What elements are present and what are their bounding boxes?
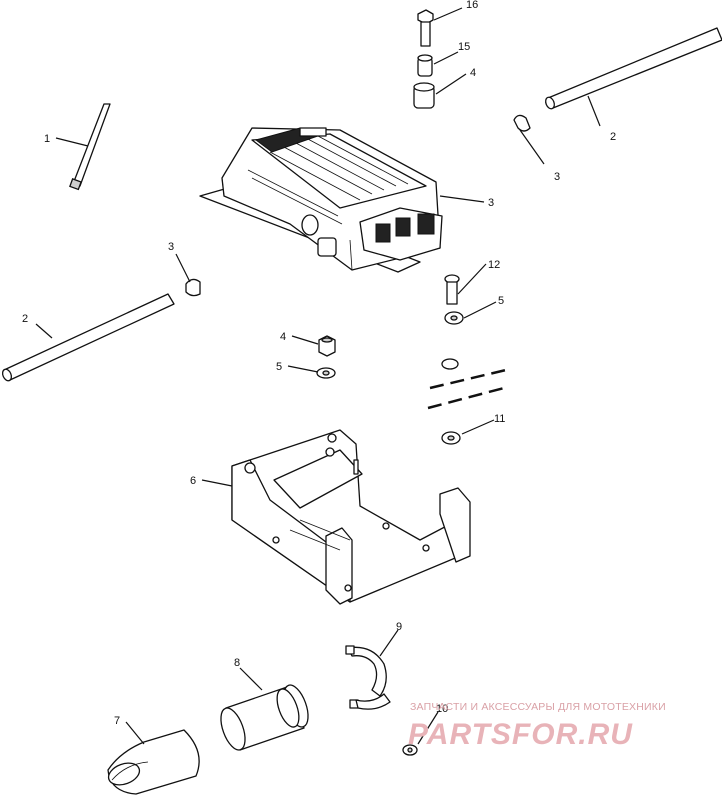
part-control-module-13 bbox=[199, 127, 443, 273]
watermark-brand: PARTSFOR.RU bbox=[408, 718, 633, 751]
part-sleeve-7 bbox=[107, 729, 200, 795]
part-rod-1 bbox=[69, 103, 111, 191]
callout-15: 15 bbox=[458, 41, 470, 53]
callout-1: 1 bbox=[44, 133, 50, 145]
callout-7: 7 bbox=[114, 715, 120, 727]
callout-16: 16 bbox=[466, 0, 478, 11]
callout-2-right: 2 bbox=[610, 131, 616, 143]
callout-4-mid: 4 bbox=[280, 331, 286, 343]
watermark-tagline: ЗАПЧАСТИ И АКСЕССУАРЫ ДЛЯ МОТОТЕХНИКИ bbox=[410, 701, 666, 713]
part-washer-5-left bbox=[316, 367, 336, 379]
callout-9: 9 bbox=[396, 621, 402, 633]
part-bolt-12 bbox=[444, 274, 460, 305]
callout-labels: 1 2 2 3 3 3 4 4 5 5 6 7 8 9 10 11 12 15 … bbox=[22, 0, 616, 727]
callout-6: 6 bbox=[190, 475, 196, 487]
callout-2-left: 2 bbox=[22, 313, 28, 325]
assembly-guide-lines bbox=[427, 368, 507, 410]
part-washer-11 bbox=[441, 431, 461, 445]
callout-3-right: 3 bbox=[554, 171, 560, 183]
part-washer-loose bbox=[441, 358, 459, 370]
part-strap-9 bbox=[345, 645, 391, 710]
part-screw-10 bbox=[402, 744, 418, 756]
part-tube-2-left bbox=[1, 293, 175, 382]
callout-4-top: 4 bbox=[470, 67, 476, 79]
callout-11: 11 bbox=[494, 413, 505, 425]
callout-10: 10 bbox=[436, 703, 448, 715]
part-spacer-15 bbox=[417, 54, 433, 77]
part-grommet-14 bbox=[413, 82, 435, 109]
callout-3-left: 3 bbox=[168, 241, 174, 253]
callout-3-module: 3 bbox=[488, 197, 494, 209]
part-bolt-16 bbox=[417, 9, 434, 47]
part-cylinder-8 bbox=[220, 684, 309, 751]
part-nut-4 bbox=[318, 335, 336, 357]
part-tube-2-right bbox=[545, 27, 722, 110]
callout-12: 12 bbox=[488, 259, 500, 271]
part-clamp-3-right bbox=[513, 114, 531, 132]
callout-5-mid: 5 bbox=[276, 361, 282, 373]
callout-5-right: 5 bbox=[498, 295, 504, 307]
leader-lines bbox=[35, 7, 601, 745]
part-clamp-3-left bbox=[185, 278, 201, 297]
callout-8: 8 bbox=[234, 657, 240, 669]
part-bracket-6 bbox=[231, 429, 471, 605]
part-washer-5-right bbox=[444, 311, 464, 325]
watermark: ЗАПЧАСТИ И АКСЕССУАРЫ ДЛЯ МОТОТЕХНИКИ PA… bbox=[408, 701, 666, 751]
